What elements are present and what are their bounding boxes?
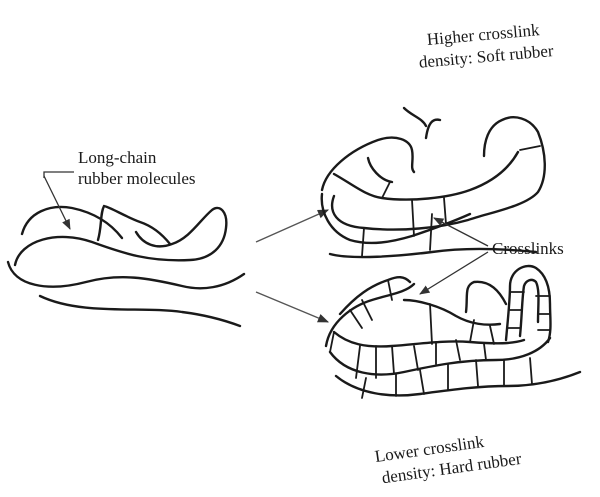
arrow-to-hard-rubber bbox=[256, 292, 328, 322]
hard-chain-3 bbox=[330, 338, 550, 375]
raw-label-line2: rubber molecules bbox=[78, 169, 196, 188]
soft-chain-4 bbox=[334, 152, 518, 200]
top-label-group: Higher crosslink density: Soft rubber bbox=[416, 19, 554, 72]
hard-chain-7 bbox=[466, 282, 506, 312]
crosslink bbox=[362, 300, 372, 320]
soft-chain-1 bbox=[322, 138, 414, 190]
raw-rubber-molecules bbox=[8, 206, 244, 326]
pointer-to-bottom-crosslink bbox=[420, 252, 488, 294]
crosslink bbox=[330, 332, 334, 352]
raw-label-leader bbox=[44, 172, 74, 229]
hard-chain-2 bbox=[340, 277, 410, 314]
soft-chain-5 bbox=[368, 158, 392, 182]
crosslink bbox=[362, 228, 364, 256]
soft-chain-2 bbox=[332, 117, 545, 229]
crosslink bbox=[476, 360, 478, 386]
hard-chain-9 bbox=[520, 280, 539, 336]
crosslink bbox=[382, 182, 390, 198]
bottom-label-group: Lower crosslink density: Hard rubber bbox=[373, 427, 522, 488]
crosslink bbox=[484, 344, 486, 360]
crosslink bbox=[412, 200, 414, 236]
raw-chain-4 bbox=[8, 262, 244, 288]
crosslink bbox=[392, 346, 394, 374]
raw-chain-5 bbox=[40, 296, 240, 326]
leader-line bbox=[44, 172, 74, 178]
crosslink bbox=[520, 146, 540, 150]
arrow-to-soft-rubber bbox=[256, 210, 328, 242]
raw-label-line1: Long-chain bbox=[78, 148, 157, 167]
soft-chain-3 bbox=[322, 194, 470, 243]
crosslink bbox=[388, 280, 392, 300]
hard-chain-6 bbox=[404, 300, 500, 325]
hard-chain-5 bbox=[336, 372, 580, 395]
leader-arrow-to-chain bbox=[44, 176, 70, 229]
soft-chain-7 bbox=[404, 108, 426, 126]
crosslink bbox=[350, 310, 362, 328]
crosslink bbox=[430, 214, 432, 250]
crosslink bbox=[456, 340, 460, 360]
soft-rubber-network bbox=[322, 108, 545, 257]
crosslinks-label: Crosslinks bbox=[492, 239, 564, 258]
crosslink bbox=[362, 378, 366, 398]
hard-chain-4 bbox=[334, 332, 524, 346]
crosslink bbox=[356, 346, 360, 378]
crosslink bbox=[414, 346, 418, 370]
soft-chain-8 bbox=[426, 120, 440, 138]
crosslink bbox=[530, 358, 532, 384]
crosslink bbox=[444, 198, 446, 224]
crosslink bbox=[490, 326, 494, 344]
raw-chain-1 bbox=[22, 207, 122, 238]
hard-crosslinks bbox=[330, 280, 550, 398]
crosslink bbox=[430, 304, 432, 344]
crosslink bbox=[420, 370, 424, 394]
